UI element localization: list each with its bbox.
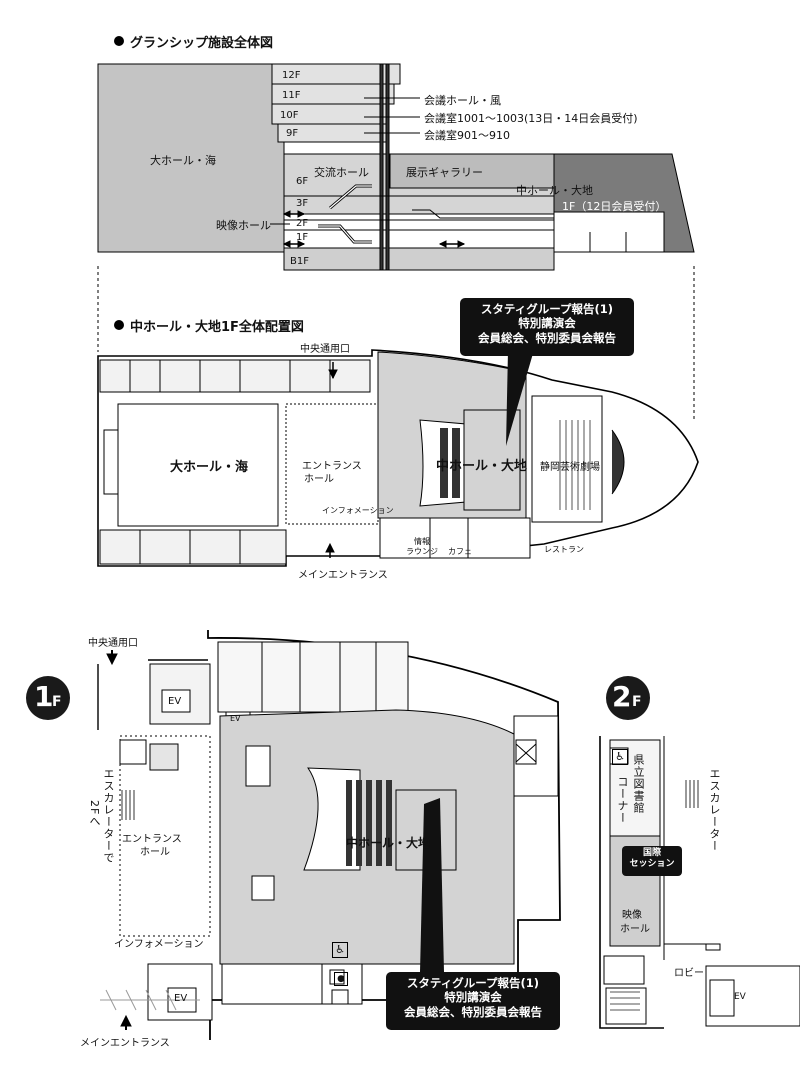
- layout-1f-title: 中ホール・大地1F全体配置図: [130, 320, 304, 335]
- callout-conference-room-10: 会議室1001～1003(13日・14日会員受付): [424, 112, 638, 125]
- detail-1f-ev-bottom: EV: [174, 993, 188, 1004]
- floor-12f: 12F: [282, 70, 301, 81]
- layout-entrance-hall-2: ホール: [304, 474, 334, 485]
- floor-3f: 3F: [296, 198, 309, 209]
- badge-2f-unit: F: [632, 694, 642, 710]
- layout-cafe: カフェ: [448, 547, 472, 556]
- layout-theater: 静岡芸術劇場: [540, 462, 600, 473]
- callout-pointer-1: [506, 350, 534, 446]
- layout-main-entrance: メインエントランス: [298, 570, 388, 581]
- layout-information: インフォメーション: [322, 506, 394, 515]
- b1f-block: [283, 247, 555, 271]
- layout-info-lounge-2: ラウンジ: [406, 547, 438, 556]
- detail-2f-ev: EV: [734, 992, 746, 1002]
- badge-2f-icon: [606, 676, 650, 720]
- detail-1f-information: インフォメーション: [114, 939, 204, 950]
- layout-info-lounge-1: 情報: [414, 537, 430, 546]
- floor-6f: 6F: [296, 176, 309, 187]
- accessible-toilet-icon: ♿: [332, 942, 348, 958]
- callout-conference-room-9: 会議室901～910: [424, 129, 510, 142]
- layout-callout-line-3: 会員総会、特別委員会報告: [478, 330, 616, 345]
- badge-1f-icon: [26, 676, 70, 720]
- big-hall-block: [97, 63, 285, 253]
- layout-1f-plan: [97, 349, 699, 567]
- floor-10f: 10F: [280, 110, 299, 121]
- floor-2f: 2F: [296, 218, 309, 229]
- detail-1f-ev-top: EV: [168, 696, 182, 707]
- detail-2f-video-hall-1: 映像: [622, 910, 642, 921]
- layout-mid-hall: 中ホール・大地: [436, 459, 528, 474]
- callout-pointer-2: [420, 798, 444, 972]
- detail-2f-escalator: エスカレーター: [708, 768, 721, 852]
- intl-session-line-1: 国際: [642, 848, 661, 858]
- overview-mid-hall: 中ホール・大地: [516, 184, 593, 197]
- detail-1f-plan: [97, 630, 561, 1040]
- layout-big-hall: 大ホール・海: [170, 460, 249, 475]
- detail-2f-library: 県立図書館: [632, 754, 645, 814]
- detail-1f-entrance-hall-2: ホール: [140, 847, 170, 858]
- layout-callout-box: スタティグループ報告(1) 特別講演会 会員総会、特別委員会報告: [460, 298, 634, 356]
- detail-2f-video-hall-2: ホール: [620, 924, 650, 935]
- detail-2f-library-corner: コーナー: [616, 776, 629, 824]
- badge-1f-unit: F: [52, 694, 62, 710]
- intl-session-badge: 国際 セッション: [622, 846, 682, 876]
- badge-1f-number: 1: [34, 680, 54, 713]
- detail-1f-callout-box: スタティグループ報告(1) 特別講演会 会員総会、特別委員会報告: [386, 972, 560, 1030]
- detail-1f-escalator-note: エスカレーターで: [102, 768, 115, 864]
- badge-2f-number: 2: [612, 680, 632, 713]
- floor-11f: 11F: [282, 90, 301, 101]
- callout-conference-hall: 会議ホール・風: [424, 94, 501, 107]
- accessible-2f-icon: ♿: [612, 749, 628, 765]
- overview-big-hall: 大ホール・海: [150, 154, 216, 167]
- detail-1f-entrance-hall-1: エントランス: [122, 834, 182, 845]
- overview-diagram: [97, 63, 695, 420]
- floor-1f: 1F: [296, 232, 309, 243]
- detail-1f-escalator-note-2: 2Fへ: [88, 800, 101, 828]
- layout-entrance-hall-1: エントランス: [302, 461, 362, 472]
- layout-callout-line-1: スタティグループ報告(1): [480, 302, 614, 316]
- detail-2f-plan: [599, 736, 800, 1029]
- overview-mid-hall-note: 1F（12日会員受付）: [562, 200, 667, 213]
- detail-1f-main-entrance: メインエントランス: [80, 1038, 170, 1049]
- detail-1f-outline: [207, 630, 561, 1040]
- detail-2f-lobby: ロビー: [674, 968, 704, 979]
- layout-central-entrance: 中央通用口: [300, 344, 350, 355]
- detail-1f-ev-mid: EV: [230, 714, 241, 723]
- toilet-icon: ●: [334, 972, 348, 986]
- layout-callout-line-2: 特別講演会: [518, 316, 576, 331]
- overview-video-hall: 映像ホール: [216, 219, 271, 232]
- detail-1f-callout-line-2: 特別講演会: [444, 990, 502, 1005]
- detail-1f-callout-line-1: スタティグループ報告(1): [406, 976, 540, 990]
- overview-title: グランシップ施設全体図: [130, 36, 274, 51]
- floor-9f: 9F: [286, 128, 299, 139]
- intl-session-line-2: セッション: [629, 859, 675, 870]
- overview-gallery: 展示ギャラリー: [406, 166, 483, 179]
- floor-b1f: B1F: [290, 256, 309, 267]
- detail-1f-callout-line-3: 会員総会、特別委員会報告: [404, 1004, 542, 1019]
- layout-restaurant: レストラン: [544, 545, 584, 554]
- overview-exchange-hall: 交流ホール: [314, 166, 369, 179]
- detail-1f-mid-hall: 中ホール・大地: [346, 836, 431, 850]
- detail-1f-central-entrance: 中央通用口: [88, 638, 138, 649]
